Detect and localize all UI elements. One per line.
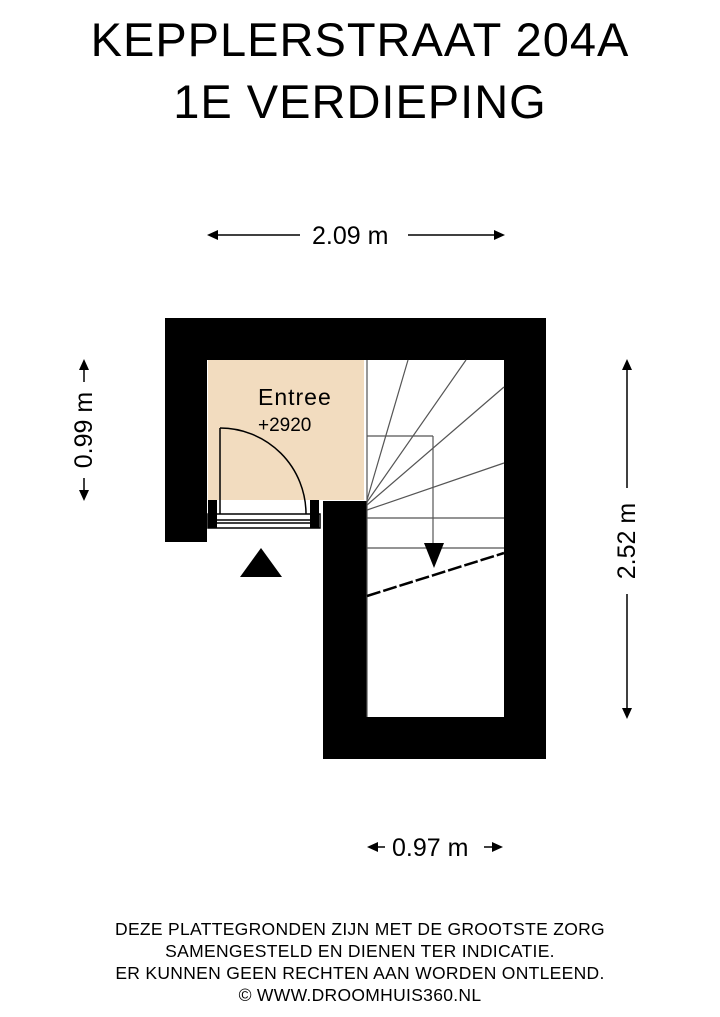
door-swing-icon <box>219 427 307 515</box>
floor-subtitle: 1E VERDIEPING <box>173 75 547 128</box>
door-jamb-right <box>310 500 319 528</box>
dimension-top-width: 2.09 m <box>312 222 389 250</box>
room-entree-fill <box>208 360 364 500</box>
disclaimer-line: ER KUNNEN GEEN RECHTEN AAN WORDEN ONTLEE… <box>115 963 605 983</box>
staircase <box>366 359 505 717</box>
copyright-link[interactable]: © WWW.DROOMHUIS360.NL <box>238 985 482 1005</box>
page-title: KEPPLERSTRAAT 204A <box>90 13 630 66</box>
wall-right <box>504 318 546 759</box>
walls <box>165 318 546 759</box>
disclaimer: DEZE PLATTEGRONDEN ZIJN MET DE GROOTSTE … <box>0 918 720 1006</box>
dimension-left-height: 0.99 m <box>70 391 98 469</box>
disclaimer-line: SAMENGESTELD EN DIENEN TER INDICATIE. <box>165 941 555 961</box>
entrance-arrow-icon <box>240 548 282 577</box>
room-level-entree: +2920 <box>258 415 312 436</box>
door-threshold <box>207 513 321 529</box>
disclaimer-line: DEZE PLATTEGRONDEN ZIJN MET DE GROOTSTE … <box>115 919 605 939</box>
wall-left <box>165 318 207 542</box>
stair-cut-line <box>366 551 505 598</box>
wall-inner <box>323 501 367 759</box>
stair-direction-arrow-icon <box>424 543 444 568</box>
dimension-right-height: 2.52 m <box>613 502 641 580</box>
dimension-lines <box>79 230 632 852</box>
door-jamb-left <box>208 500 217 528</box>
dimension-bottom-width: 0.97 m <box>392 834 469 862</box>
wall-top <box>165 318 546 360</box>
room-label-entree: Entree <box>258 384 332 410</box>
